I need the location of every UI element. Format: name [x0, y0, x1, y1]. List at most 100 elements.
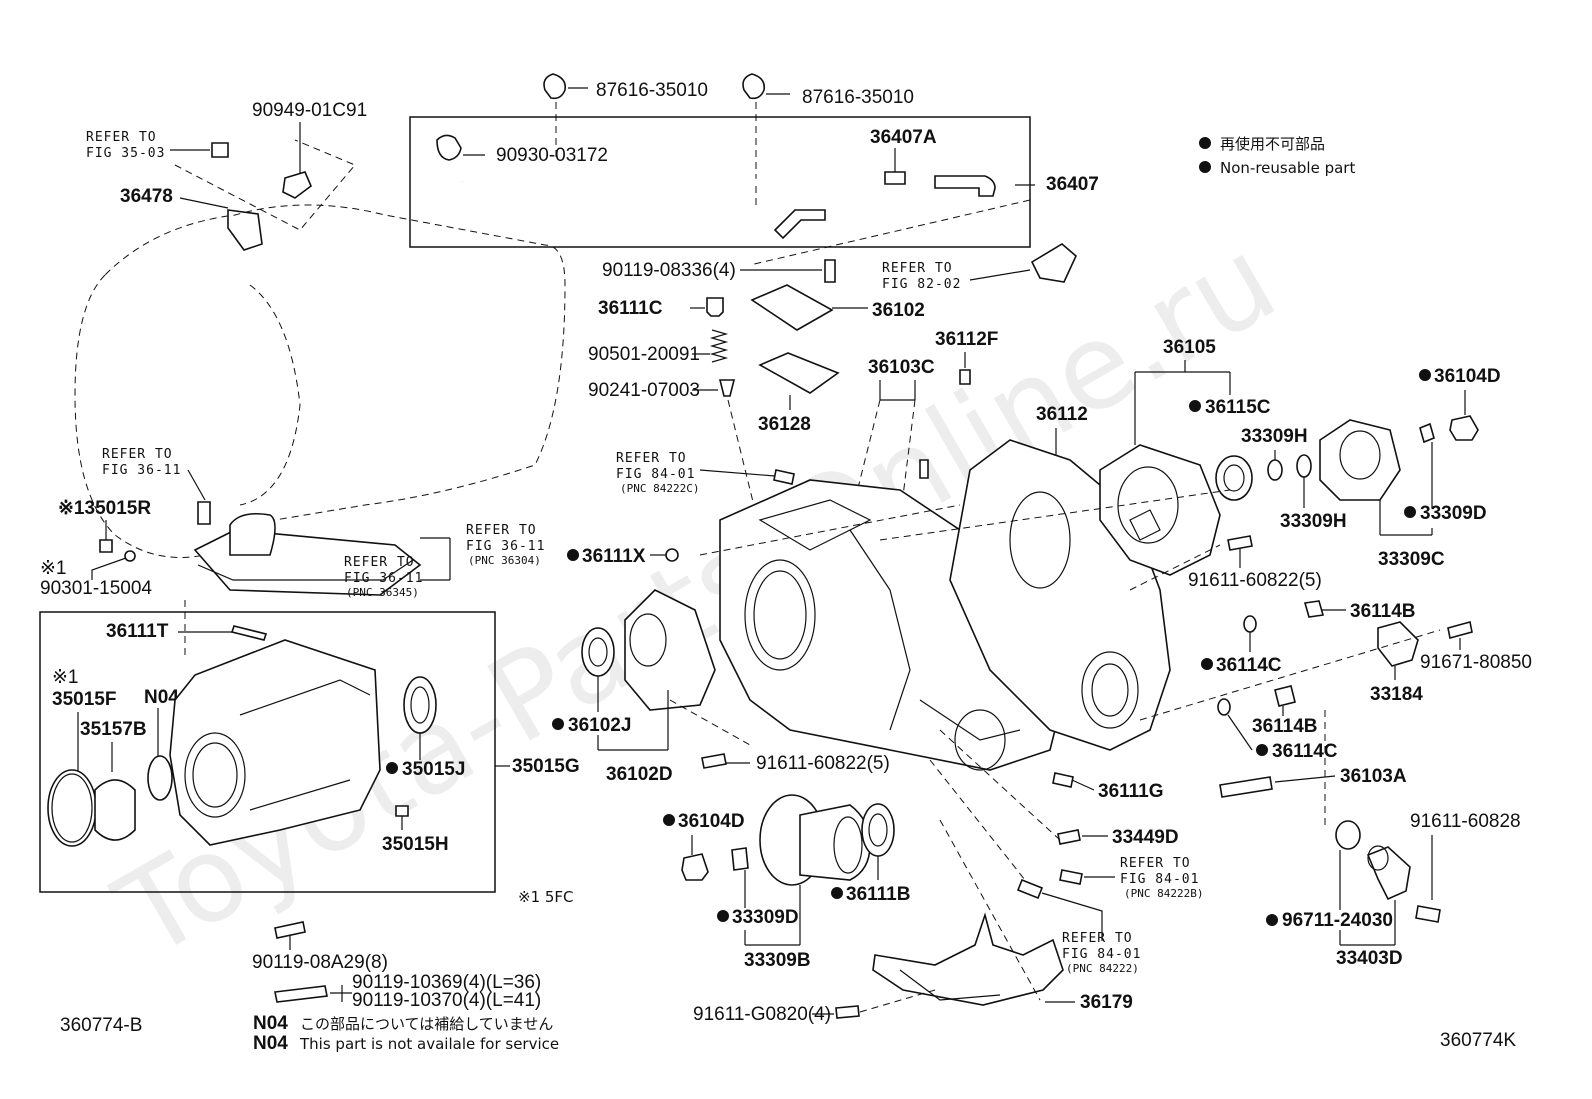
- bolt-icon: [1057, 829, 1081, 845]
- cap-icon: [1377, 621, 1419, 667]
- label-36407: 36407: [1046, 174, 1099, 195]
- bolt-icon: [197, 501, 211, 525]
- extension-housing-icon: [1099, 444, 1221, 576]
- label-36179: 36179: [1080, 992, 1133, 1013]
- label-36104D-r: 36104D: [1434, 366, 1501, 387]
- legend: 再使用不可部品 Non-reusable part: [1199, 135, 1355, 177]
- spring-icon: [709, 329, 729, 363]
- label-36112: 36112: [1036, 404, 1088, 425]
- label-90119-08A29: 90119-08A29(8): [252, 952, 388, 973]
- label-90501: 90501-20091: [588, 344, 700, 365]
- svg-text:(PNC 36304): (PNC 36304): [468, 554, 541, 567]
- legend-jp: 再使用不可部品: [1220, 135, 1325, 153]
- non-reusable-dot-icon: [1256, 744, 1268, 756]
- front-cover-icon: [624, 589, 716, 711]
- label-91611-60822-b: 91611-60822(5): [756, 753, 890, 774]
- cover-icon: [94, 779, 136, 841]
- support-bracket-icon: [872, 912, 1064, 1006]
- refer-fig-84-01-c: REFER TO FIG 84-01 (PNC 84222C): [616, 451, 699, 495]
- svg-text:REFER TO: REFER TO: [102, 447, 173, 462]
- label-36111G: 36111G: [1098, 781, 1164, 802]
- pin-icon: [1052, 772, 1074, 788]
- label-35015J: 35015J: [402, 759, 465, 780]
- svg-text:FIG 36-11: FIG 36-11: [466, 539, 545, 554]
- svg-text:FIG 82-02: FIG 82-02: [882, 277, 961, 292]
- label-33309D-l: 33309D: [732, 907, 799, 928]
- label-36105: 36105: [1163, 337, 1216, 358]
- svg-text:REFER TO: REFER TO: [882, 261, 953, 276]
- plug-icon: [773, 469, 795, 485]
- svg-text:FIG 84-01: FIG 84-01: [1120, 872, 1199, 887]
- note-n04-en: This part is not availale for service: [299, 1035, 559, 1053]
- bolt-icon: [1303, 600, 1325, 618]
- label-33309C: 33309C: [1378, 549, 1445, 570]
- o-ring-icon: [1335, 820, 1361, 850]
- svg-text:REFER TO: REFER TO: [344, 555, 415, 570]
- transmission-outline-icon: [74, 204, 566, 558]
- non-reusable-dot-icon: [1404, 506, 1416, 518]
- label-36114C-b: 36114C: [1272, 741, 1338, 762]
- non-reusable-dot-icon: [1189, 400, 1201, 412]
- refer-fig-82-02: REFER TO FIG 82-02: [882, 261, 961, 292]
- note-15fc: ※1 5FC: [518, 888, 574, 906]
- bolt-icon: [1274, 685, 1296, 707]
- plug-icon: [706, 297, 724, 317]
- label-35157B: 35157B: [80, 719, 147, 740]
- refer-fig-84-01: REFER TO FIG 84-01 (PNC 84222): [1062, 931, 1141, 975]
- label-36111X: 36111X: [582, 546, 646, 567]
- svg-text:REFER TO: REFER TO: [86, 130, 157, 145]
- o-ring-icon: [1267, 459, 1283, 481]
- svg-text:(PNC 84222C): (PNC 84222C): [620, 482, 699, 495]
- label-35015F: 35015F: [52, 689, 116, 710]
- label-90949: 90949-01C91: [252, 100, 367, 121]
- speedometer-sleeve-icon: [1366, 845, 1411, 901]
- bolt-icon: [701, 753, 727, 769]
- label-90119-08336: 90119-08336(4): [602, 260, 736, 281]
- non-reusable-dot-icon: [1199, 137, 1211, 149]
- label-33309H-a: 33309H: [1241, 426, 1308, 447]
- non-reusable-dot-icon: [1201, 658, 1213, 670]
- plug-icon: [99, 539, 113, 553]
- label-36115C: 36115C: [1205, 397, 1271, 418]
- pin-icon: [919, 459, 929, 479]
- oil-seal-icon: [581, 627, 615, 677]
- label-36104D-l: 36104D: [678, 811, 745, 832]
- non-reusable-dot-icon: [1419, 369, 1431, 381]
- label-x1-c: ※1: [52, 667, 79, 688]
- non-reusable-dot-icon: [567, 549, 579, 561]
- label-35015H: 35015H: [382, 834, 449, 855]
- label-90301: 90301-15004: [40, 578, 152, 599]
- label-36102D: 36102D: [606, 764, 673, 785]
- refer-fig-36-11-a: REFER TO FIG 36-11 (PNC 36304): [466, 523, 545, 567]
- gasket-icon: [124, 550, 136, 562]
- washer-icon: [731, 847, 749, 871]
- label-36103C: 36103C: [868, 357, 935, 378]
- label-90241: 90241-07003: [588, 380, 700, 401]
- svg-text:(PNC 84222): (PNC 84222): [1066, 962, 1139, 975]
- label-x1-35015R: ※135015R: [58, 498, 151, 519]
- bolt-icon: [1219, 776, 1273, 798]
- svg-text:REFER TO: REFER TO: [1062, 931, 1133, 946]
- clip-icon: [742, 73, 790, 100]
- refer-fig-36-11-top: REFER TO FIG 36-11: [102, 447, 180, 478]
- label-33309D-r: 33309D: [1420, 503, 1487, 524]
- plug-icon: [395, 805, 409, 817]
- label-33309B: 33309B: [744, 950, 811, 971]
- cover-plate-icon: [750, 284, 834, 331]
- svg-text:FIG 84-01: FIG 84-01: [1062, 947, 1141, 962]
- pin-icon: [959, 369, 971, 385]
- non-reusable-dot-icon: [663, 814, 675, 826]
- gasket-icon: [1243, 615, 1257, 633]
- refer-fig-84-01-b: REFER TO FIG 84-01 (PNC 84222B): [1120, 856, 1203, 900]
- label-90119-10369: 90119-10369(4)(L=36): [352, 972, 541, 993]
- bolt-icon: [824, 259, 836, 283]
- non-reusable-dot-icon: [717, 910, 729, 922]
- label-36114B-a: 36114B: [1350, 601, 1416, 622]
- non-reusable-dot-icon: [1266, 914, 1278, 926]
- o-ring-icon: [1296, 454, 1312, 478]
- adapter-case-icon: [169, 639, 381, 846]
- label-x1-a: ※1: [40, 558, 67, 579]
- non-reusable-dot-icon: [831, 887, 843, 899]
- adapter-housing-icon: [193, 512, 422, 596]
